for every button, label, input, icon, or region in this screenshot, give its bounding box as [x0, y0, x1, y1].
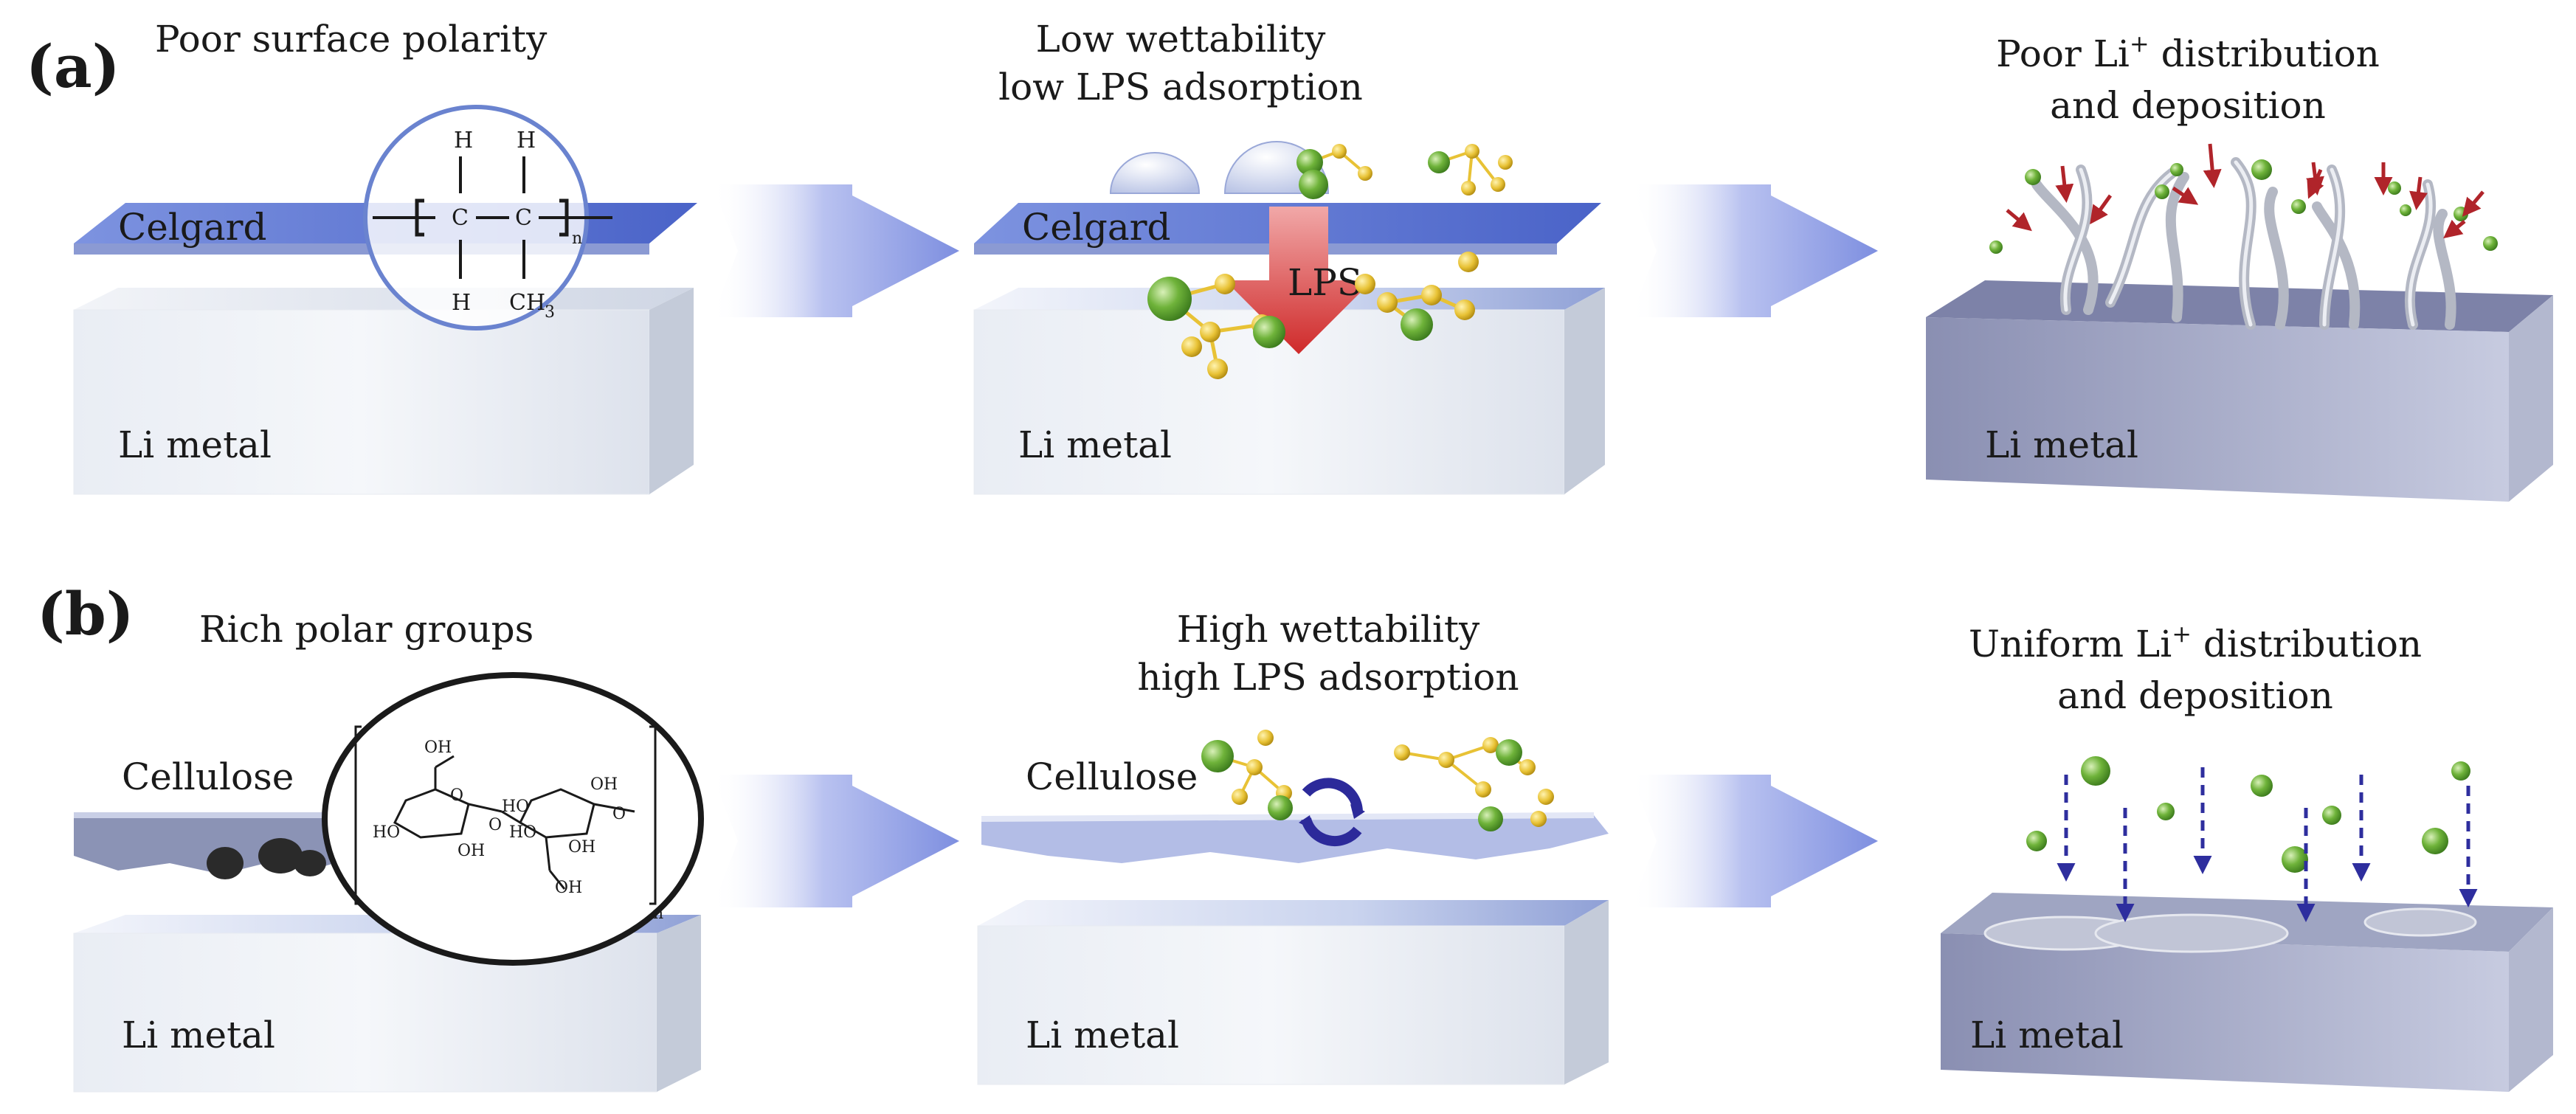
li-metal-label: Li metal [118, 423, 272, 466]
li-metal-label: Li metal [1970, 1014, 2124, 1056]
electrolyte-droplet [1109, 152, 1201, 194]
svg-text:C: C [515, 205, 532, 231]
panel-a-step1-caption: Poor surface polarity [155, 18, 548, 60]
flow-arrow [1631, 775, 1878, 907]
svg-text:n: n [572, 229, 582, 248]
svg-text:C: C [452, 205, 469, 231]
svg-text:HO: HO [502, 798, 529, 816]
lithium-block [73, 288, 694, 495]
celgard-label: Celgard [1022, 206, 1171, 249]
svg-text:n: n [653, 904, 663, 923]
svg-text:HO: HO [509, 823, 536, 842]
panel-b: (b) Rich polar groups Cellulose Li metal [37, 579, 2553, 1093]
celgard-label: Celgard [118, 206, 267, 249]
flow-arrow [1631, 184, 1878, 317]
svg-text:H: H [454, 128, 473, 153]
panel-b-step3-caption-line1: Uniform Li+ distribution [1969, 620, 2422, 665]
flow-arrow [712, 184, 959, 317]
lithium-ion [2026, 756, 2470, 873]
li-metal-label: Li metal [1985, 423, 2138, 466]
li-metal-label: Li metal [1018, 423, 1172, 466]
ion-flux-arrows [2057, 767, 2478, 922]
cellulose-label: Cellulose [1026, 755, 1198, 798]
svg-text:3: 3 [545, 303, 555, 322]
polysulfide-cluster [1201, 730, 1293, 820]
panel-a-step3: Poor Li+ distribution and deposition Li … [1926, 30, 2553, 502]
polypropylene-structure: H H C C n H CH 3 [363, 105, 612, 331]
svg-text:OH: OH [590, 775, 618, 794]
svg-text:OH: OH [568, 838, 595, 857]
panel-b-step1: Rich polar groups Cellulose Li metal [73, 608, 704, 1093]
panel-a-step2: Low wettability low LPS adsorption Celga… [973, 18, 1605, 495]
panel-b-step1-caption: Rich polar groups [199, 608, 533, 651]
polysulfide-cluster [1428, 144, 1513, 196]
svg-text:OH: OH [457, 842, 485, 860]
li-metal-label: Li metal [1026, 1014, 1179, 1056]
polysulfide-cluster [1296, 144, 1372, 199]
panel-b-step2: High wettability high LPS adsorption Cel… [977, 608, 1609, 1085]
svg-text:LPS: LPS [1288, 261, 1362, 304]
cellulose-label: Cellulose [122, 755, 294, 798]
li-metal-label: Li metal [122, 1014, 275, 1056]
svg-text:HO: HO [373, 823, 400, 842]
lithium-block [1926, 280, 2553, 502]
lithium-dendrites-highlight [2063, 160, 2433, 327]
panel-a-step3-caption-line1: Poor Li+ distribution [1996, 30, 2380, 75]
cellulose-structure: OH OH O HO HO OH O O HO OH OH n [322, 672, 704, 966]
cellulose-membrane [74, 812, 398, 879]
panel-a: (a) Poor surface polarity Celgard Li met… [26, 18, 2553, 502]
svg-text:O: O [450, 786, 463, 805]
panel-b-step2-caption-line1: High wettability [1177, 608, 1480, 651]
panel-a-step2-caption-line2: low LPS adsorption [998, 66, 1363, 108]
polysulfide-cluster [1355, 252, 1479, 341]
svg-text:H: H [452, 290, 471, 316]
flow-arrow [712, 775, 959, 907]
polysulfide-cluster [1394, 737, 1554, 831]
panel-b-label: (b) [37, 579, 134, 648]
panel-a-step2-caption-line1: Low wettability [1036, 18, 1326, 60]
svg-text:O: O [488, 816, 502, 834]
cellulose-membrane [981, 812, 1609, 863]
adsorption-cycle-icon [1299, 778, 1365, 847]
uniform-li-deposits [1983, 907, 2477, 953]
lithium-block [977, 900, 1609, 1085]
svg-text:OH: OH [424, 738, 452, 757]
svg-text:H: H [517, 128, 536, 153]
panel-a-step3-caption-line2: and deposition [2050, 84, 2326, 127]
svg-text:CH: CH [509, 290, 545, 316]
panel-b-step3-caption-line2: and deposition [2057, 674, 2333, 717]
polysulfide-cluster [1147, 274, 1285, 379]
dendrite-growth-arrows [2006, 143, 2485, 239]
panel-b-step3: Uniform Li+ distribution and deposition … [1941, 620, 2553, 1092]
svg-text:O: O [612, 805, 626, 823]
panel-b-step2-caption-line2: high LPS adsorption [1137, 656, 1519, 699]
svg-text:OH: OH [555, 879, 582, 897]
panel-a-step1: Poor surface polarity Celgard Li metal H… [73, 18, 697, 495]
panel-a-label: (a) [26, 32, 120, 101]
